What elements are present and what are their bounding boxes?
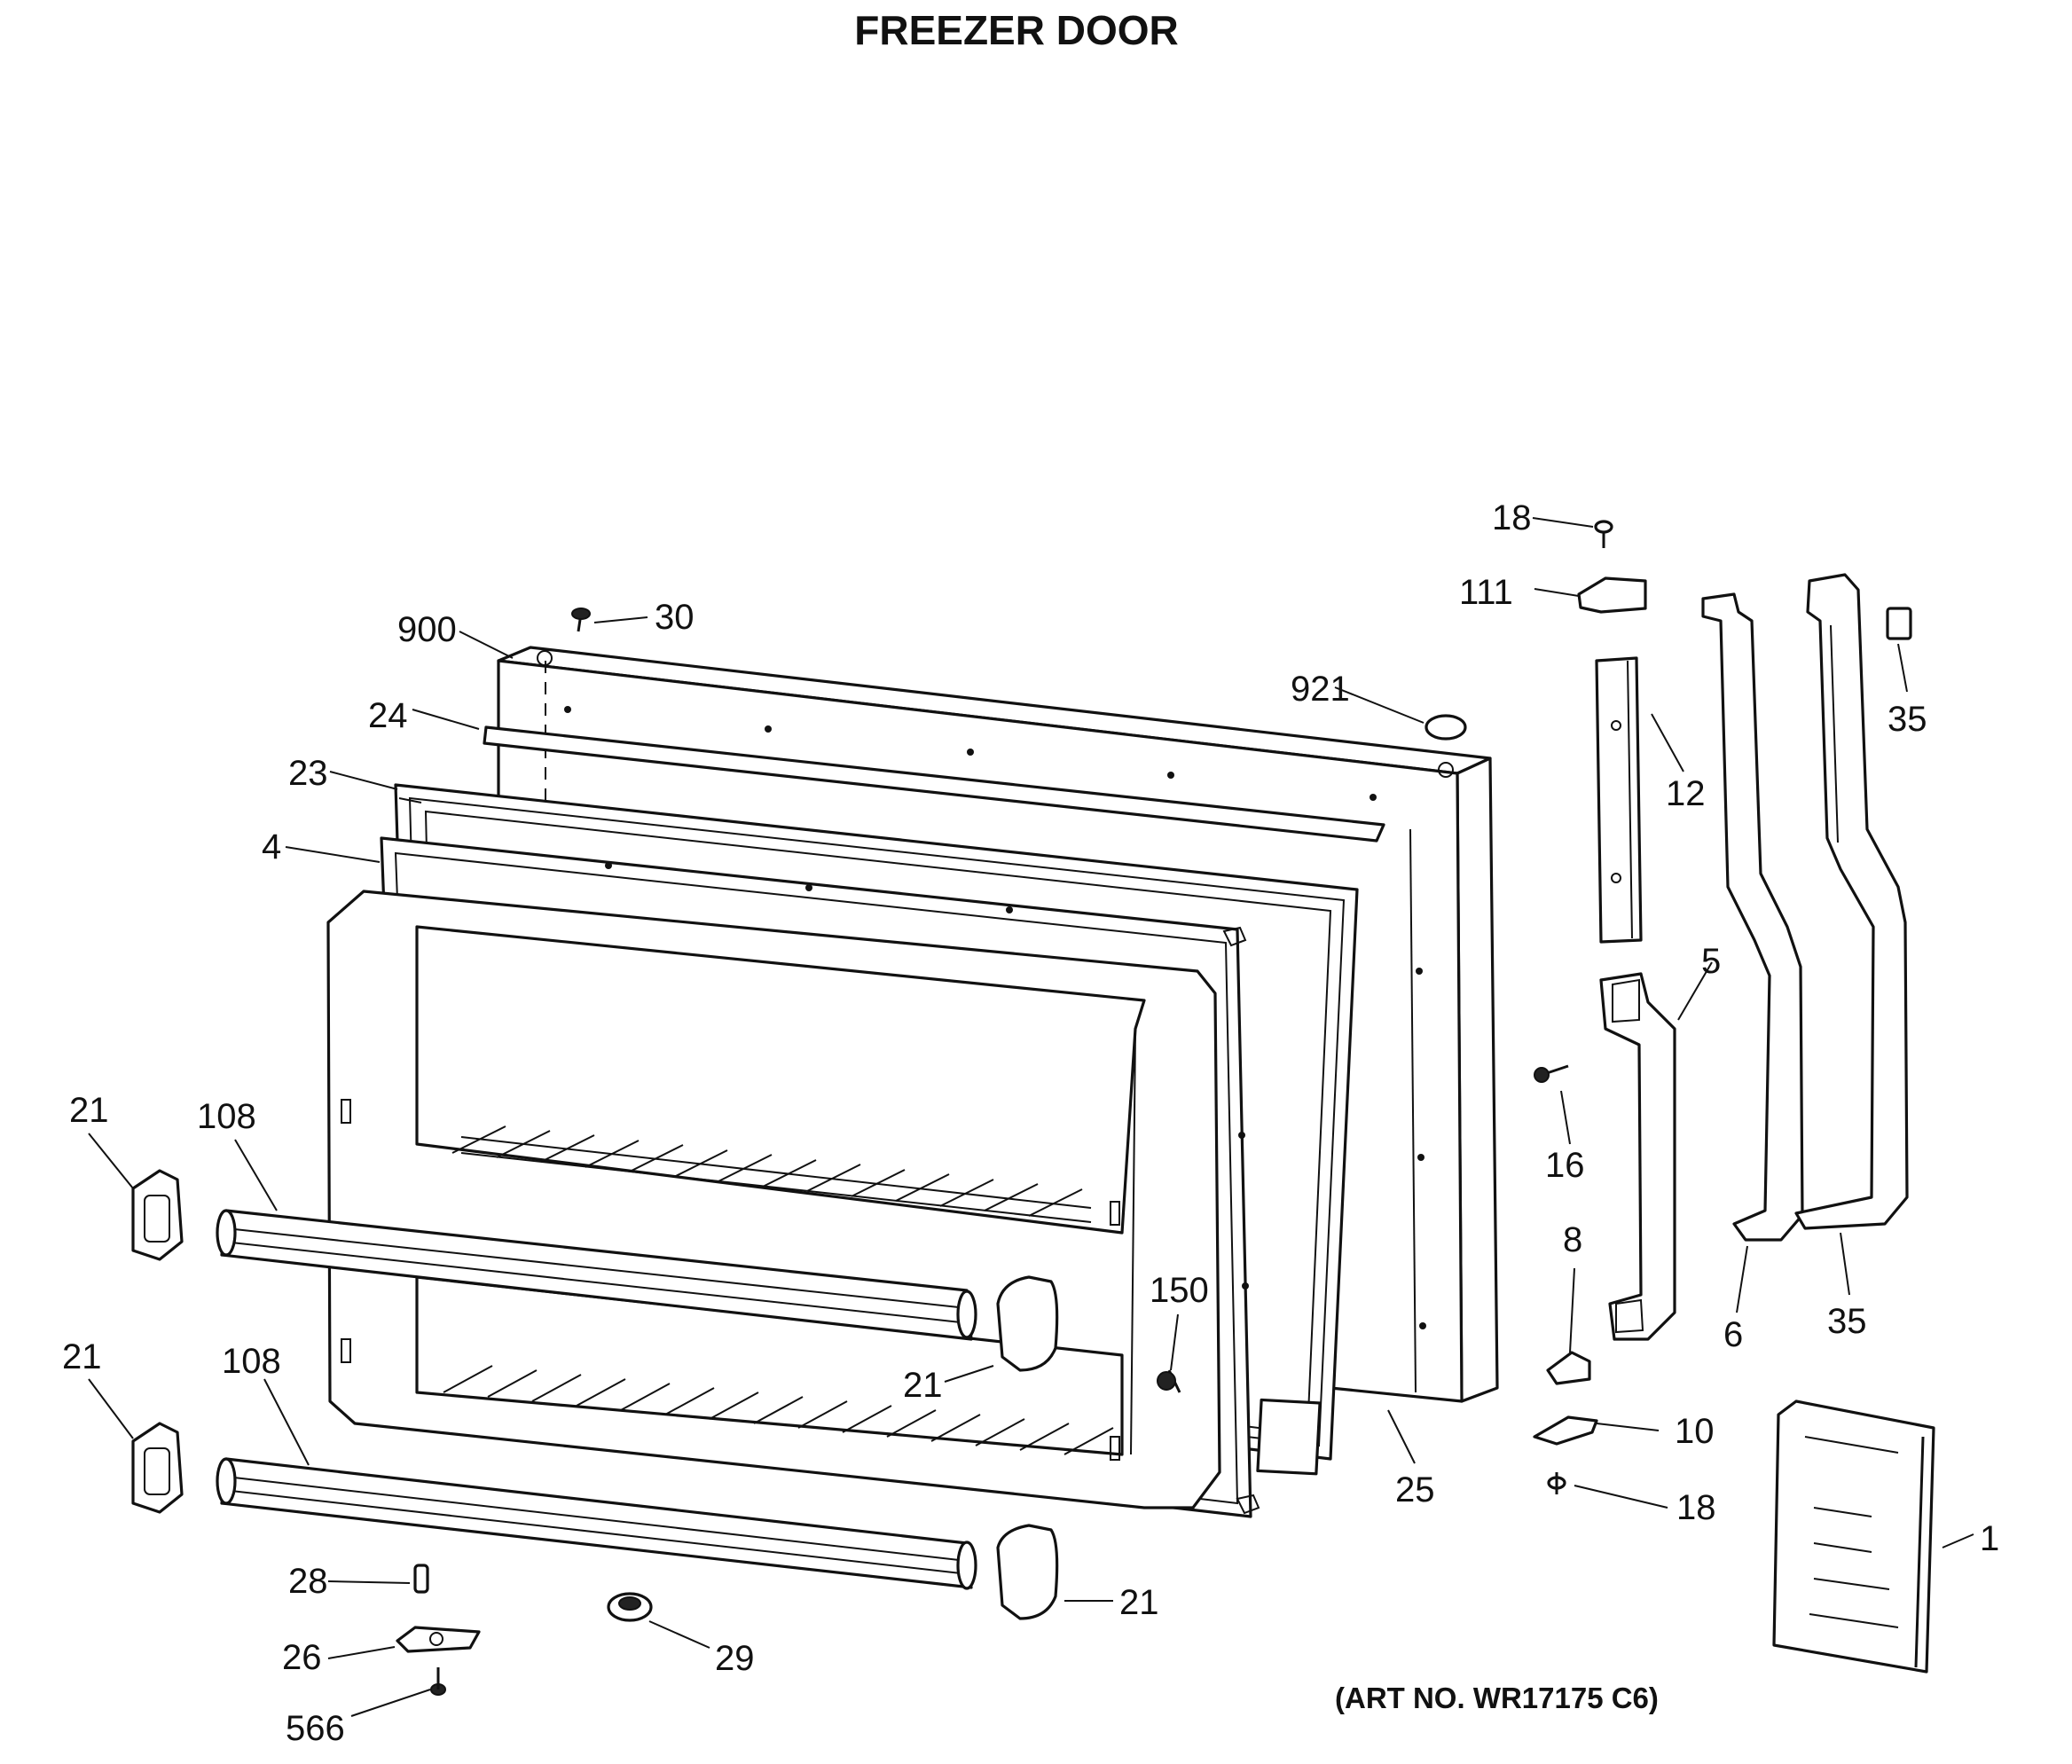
callout-24: 24 <box>368 696 408 735</box>
callout-10: 10 <box>1675 1412 1715 1451</box>
end-cap-21-upper-left <box>131 1169 184 1261</box>
callout-23: 23 <box>288 754 328 793</box>
handle-35 <box>1794 573 1909 1230</box>
callout-150: 150 <box>1150 1271 1209 1310</box>
manual-1 <box>1772 1399 1935 1674</box>
callout-4: 4 <box>262 827 281 866</box>
callout-1: 1 <box>1980 1519 1999 1558</box>
callout-6: 6 <box>1723 1315 1743 1354</box>
end-cap-21-lower-right <box>996 1524 1059 1620</box>
clip-8 <box>1546 1351 1591 1385</box>
callout-12: 12 <box>1666 774 1706 813</box>
handle-5 <box>1599 972 1676 1341</box>
leader-lines <box>88 517 1974 1717</box>
breaker-strip-24 <box>483 725 1385 843</box>
screw-30 <box>571 608 591 632</box>
callout-28: 28 <box>288 1562 328 1601</box>
callout-21-lower-right: 21 <box>1119 1583 1159 1622</box>
screw-566 <box>430 1667 446 1696</box>
callout-16: 16 <box>1545 1146 1585 1185</box>
callout-18-bottom: 18 <box>1676 1488 1716 1527</box>
callout-18-top: 18 <box>1492 498 1532 537</box>
shelf-bar-108-lower <box>216 1457 977 1590</box>
screw-28 <box>413 1564 429 1594</box>
end-cap-21-middle <box>996 1275 1059 1372</box>
callout-108-lower: 108 <box>222 1342 281 1381</box>
shelf-bar-108-upper <box>216 1209 977 1341</box>
callout-21-middle: 21 <box>903 1366 943 1405</box>
plug-29 <box>607 1592 653 1622</box>
callout-108-upper: 108 <box>197 1097 256 1136</box>
end-cap-21-lower-left <box>131 1422 184 1514</box>
callout-35-bottom: 35 <box>1827 1302 1867 1341</box>
callout-21-upper-left: 21 <box>69 1091 109 1130</box>
callout-8: 8 <box>1563 1220 1582 1259</box>
strip-12 <box>1595 656 1643 944</box>
callout-900: 900 <box>397 610 457 649</box>
callout-25: 25 <box>1395 1470 1435 1509</box>
callout-35-top: 35 <box>1888 700 1927 739</box>
callout-111: 111 <box>1459 573 1513 612</box>
callout-5: 5 <box>1701 942 1721 981</box>
callout-26: 26 <box>282 1638 322 1677</box>
upper-shelf-ribs <box>451 1125 1083 1217</box>
cap-35-small <box>1886 607 1912 640</box>
screw-16 <box>1534 1064 1569 1083</box>
callout-21-lower-left: 21 <box>62 1337 102 1376</box>
callout-921: 921 <box>1291 670 1350 709</box>
plate-10 <box>1533 1415 1598 1446</box>
lower-shelf-ribs <box>443 1365 1114 1455</box>
plug-921 <box>1424 714 1467 741</box>
screw-18-top <box>1594 520 1613 548</box>
bracket-111 <box>1577 576 1647 614</box>
callout-566: 566 <box>286 1709 345 1748</box>
screw-150 <box>1157 1369 1181 1393</box>
screw-18-bottom <box>1547 1472 1566 1494</box>
diagram-title: FREEZER DOOR <box>854 7 1178 53</box>
art-number: (ART NO. WR17175 C6) <box>1335 1682 1659 1714</box>
callout-30: 30 <box>655 598 695 637</box>
handle-6 <box>1701 592 1804 1242</box>
callout-29: 29 <box>715 1639 755 1678</box>
door-inner-liner <box>326 890 1221 1509</box>
plate-26 <box>396 1626 481 1653</box>
